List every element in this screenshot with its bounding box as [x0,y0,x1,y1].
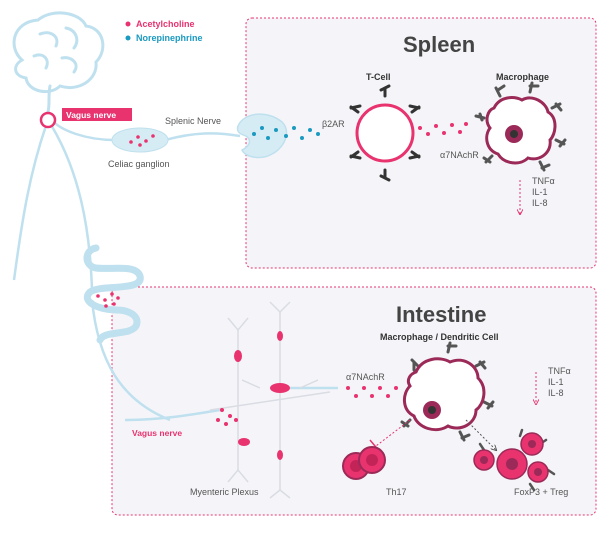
th17-label: Th17 [386,487,407,497]
intestine-vagus-label: Vagus nerve [132,428,182,438]
tcell-label: T-Cell [366,72,391,82]
th17-inhibit-arrow [375,419,411,447]
treg-label: FoxP3 + Treg [514,487,568,497]
vagus-nerve-tag [62,108,132,121]
intestine-cytokine-3: IL-8 [548,388,564,398]
spleen-title: Spleen [403,32,475,57]
legend-ach-dot [125,21,131,27]
tcell-icon [349,84,421,182]
spleen-macrophage-label: Macrophage [496,72,549,82]
intestine-ach-stream [346,386,398,398]
norepinephrine-dots [252,126,320,140]
spleen-panel [245,17,597,269]
spleen-cytokine-2: IL-1 [532,187,548,197]
intestine-macrophage-dc-label: Macrophage / Dendritic Cell [380,332,499,342]
th17-cells [342,446,386,480]
intestine-title: Intestine [396,302,486,327]
spleen-cytokine-1: TNFα [532,176,555,186]
intestine-icon [83,244,144,344]
intestine-ach-dots [96,292,120,308]
vagus-nerve-marker [39,111,57,129]
intestine-macrophage-icon [400,341,495,442]
spleen-b2ar-label: β2AR [322,119,345,129]
legend-ne-dot [125,35,131,41]
celiac-ganglion [111,127,169,153]
neuron-icon [209,301,331,499]
plexus-ach-dots [216,408,238,426]
treg-arrow [465,419,496,450]
spleen-macrophage-icon [474,81,567,172]
brain-icon [12,11,105,114]
intestine-panel [111,286,597,516]
celiac-dots [129,134,155,147]
legend-norepinephrine: Norepinephrine [136,33,203,43]
spleen-a7nachr-label: α7NAchR [440,150,479,160]
vagus-nerve-top-label: Vagus nerve [66,110,116,120]
legend-acetylcholine: Acetylcholine [136,19,195,29]
treg-cells [473,428,556,492]
intestine-a7nachr-label: α7NAchR [346,372,385,382]
celiac-ganglion-label: Celiac ganglion [108,159,170,169]
legend: Acetylcholine Norepinephrine [125,19,203,43]
spleen-ach-dots [418,122,468,136]
intestine-cytokine-1: TNFα [548,366,571,376]
intestine-cytokine-2: IL-1 [548,377,564,387]
spleen-icon [236,113,288,159]
splenic-nerve-label: Splenic Nerve [165,116,221,126]
spleen-cytokine-3: IL-8 [532,198,548,208]
myenteric-plexus-label: Myenteric Plexus [190,487,259,497]
